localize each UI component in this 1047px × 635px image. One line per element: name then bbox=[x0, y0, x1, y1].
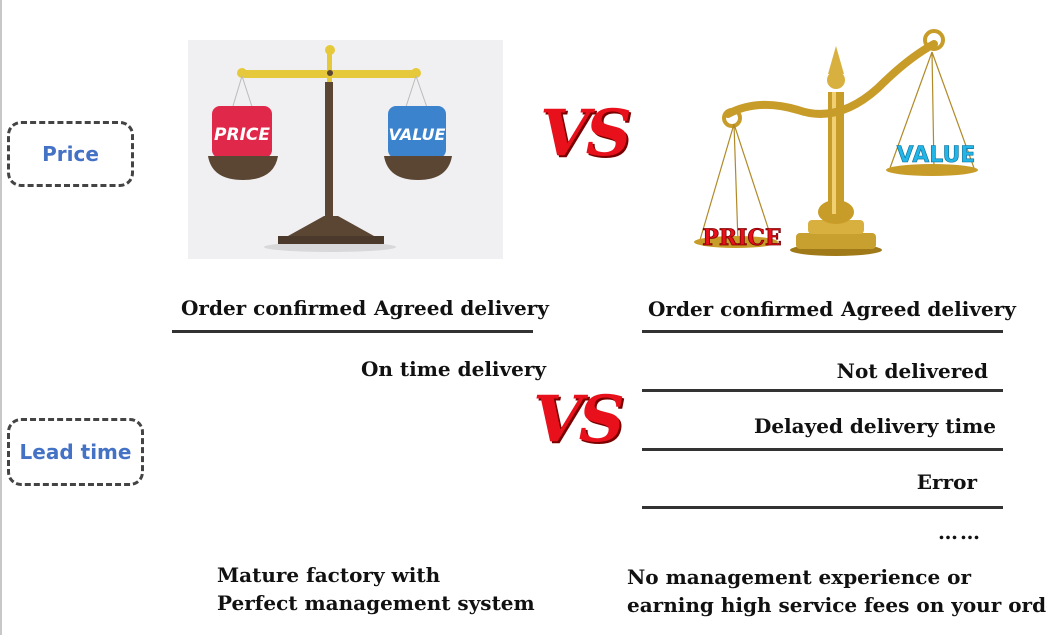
right-outcome-error: Error bbox=[916, 470, 977, 494]
left-timeline-rule bbox=[172, 330, 533, 333]
left-agreed-delivery: Agreed delivery bbox=[374, 296, 549, 320]
left-footer: Mature factory with Perfect management s… bbox=[217, 561, 535, 617]
right-outcome-rule-1 bbox=[642, 389, 1003, 392]
left-order-confirmed: Order confirmed bbox=[181, 296, 367, 320]
lead-time-pill: Lead time bbox=[7, 418, 144, 486]
right-outcome-ellipsis: …… bbox=[938, 520, 982, 544]
right-outcome-rule-3 bbox=[642, 506, 1003, 509]
left-footer-line1: Mature factory with bbox=[217, 563, 441, 587]
right-outcome-rule-2 bbox=[642, 448, 1003, 451]
left-scale-illustration: PRICE VALUE bbox=[188, 40, 503, 259]
vs-middle: VS bbox=[533, 382, 625, 457]
right-footer: No management experience or earning high… bbox=[627, 563, 1047, 619]
right-outcome-not-delivered: Not delivered bbox=[836, 359, 988, 383]
right-agreed-delivery: Agreed delivery bbox=[841, 297, 1016, 321]
right-scale-illustration: PRICE VALUE bbox=[694, 29, 978, 256]
left-footer-line2: Perfect management system bbox=[217, 591, 535, 615]
left-on-time-delivery: On time delivery bbox=[361, 357, 547, 381]
left-scale-price-tag: PRICE bbox=[214, 125, 270, 145]
right-footer-line1: No management experience or bbox=[627, 565, 972, 589]
vs-top: VS bbox=[540, 96, 632, 171]
price-pill: Price bbox=[7, 121, 134, 187]
right-order-confirmed: Order confirmed bbox=[648, 297, 834, 321]
left-scale-value-tag: VALUE bbox=[389, 125, 446, 144]
right-outcome-delayed: Delayed delivery time bbox=[753, 414, 996, 438]
right-scale-value-tag: VALUE bbox=[897, 143, 976, 168]
right-footer-line2: earning high service fees on your order bbox=[627, 593, 1047, 617]
right-scale-price-tag: PRICE bbox=[702, 225, 781, 251]
right-timeline-rule bbox=[642, 330, 1003, 333]
page-left-border bbox=[0, 0, 2, 635]
